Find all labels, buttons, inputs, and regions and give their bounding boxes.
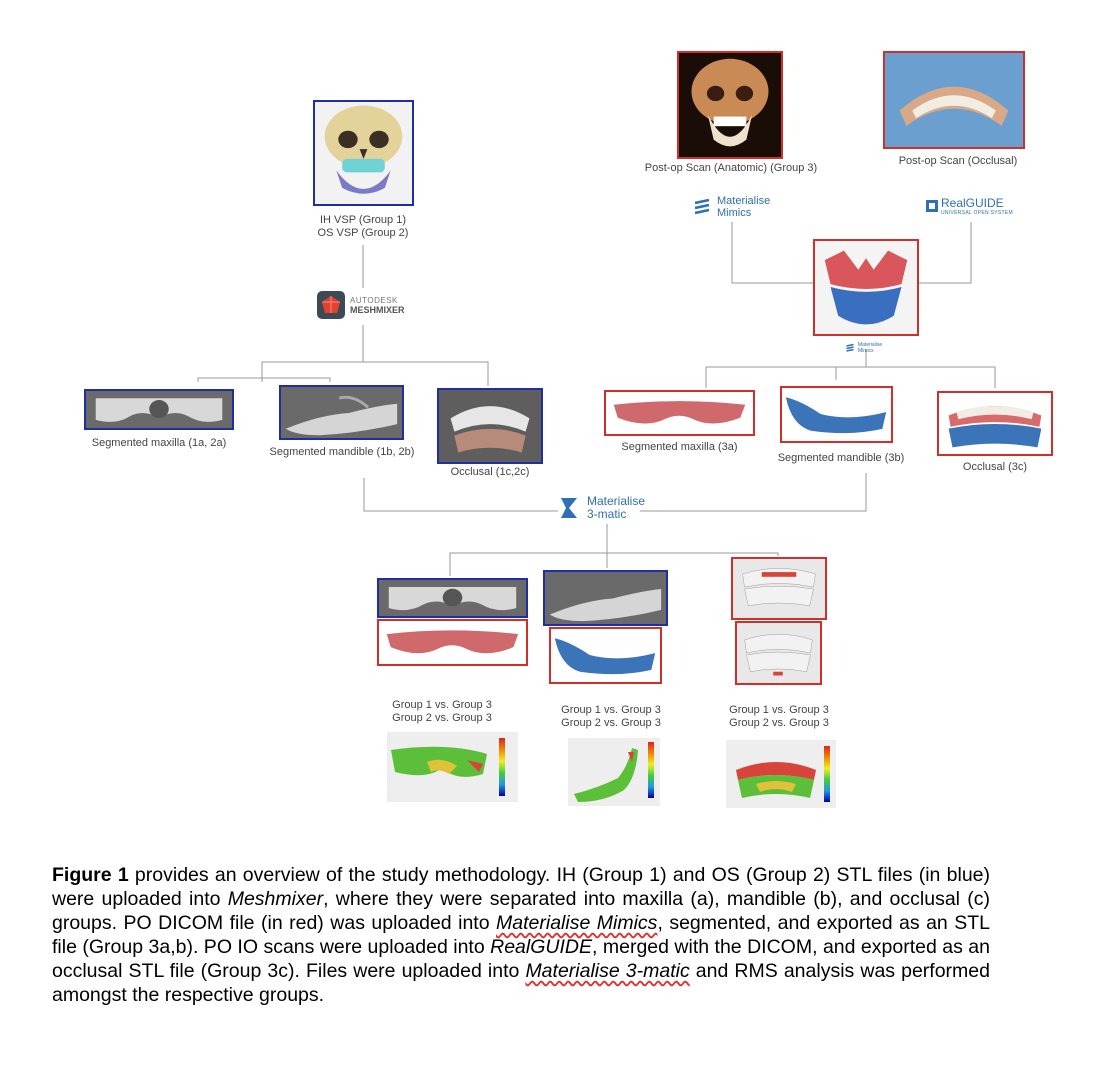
rms-heatmap-mandible xyxy=(574,748,638,802)
segmented-mandible-label-1b2b: Segmented mandible (1b, 2b) xyxy=(269,446,415,458)
postop-anatomic-scan-image xyxy=(677,51,783,159)
compare-occlusal-top-model xyxy=(742,568,816,607)
vsp-label-group1: IH VSP (Group 1) xyxy=(320,214,406,226)
occlusal-grey-illustration xyxy=(450,406,530,453)
merged-skull-illustration xyxy=(824,250,908,325)
compare-occlusal-bottom-model xyxy=(744,634,813,676)
maxilla-grey-illustration xyxy=(95,398,223,422)
mimics-line1: Materialise xyxy=(717,195,771,207)
meshmixer-logo: AUTODESK MESHMIXER xyxy=(316,290,405,320)
segmented-mandible-red xyxy=(780,386,893,443)
ct-skull-illustration xyxy=(691,58,769,147)
segmented-maxilla-blue xyxy=(84,389,234,430)
compare-occlusal-red-top xyxy=(731,557,827,620)
rms-scale-mandible xyxy=(648,742,654,798)
meshmixer-name: MESHMIXER xyxy=(350,304,405,315)
mimics-logo: Materialise Mimics xyxy=(692,195,770,219)
3matic-icon xyxy=(561,498,577,518)
realguide-icon xyxy=(926,200,938,212)
rms-result-maxilla xyxy=(387,732,518,802)
occlusal-blue xyxy=(437,388,543,464)
compare-mandible-grey xyxy=(549,589,662,622)
meshmixer-brand: AUTODESK xyxy=(350,295,398,305)
compare-mandible-red xyxy=(549,627,662,684)
occlusal-color-illustration xyxy=(948,406,1042,448)
figure-caption: Figure 1 provides an overview of the stu… xyxy=(52,863,990,1007)
compare-maxilla-red xyxy=(377,619,528,666)
mimics-small-line1: Materialise xyxy=(858,342,883,348)
mimics-small-line2: Mimics xyxy=(858,348,874,354)
3matic-line1: Materialise xyxy=(587,494,646,508)
maxilla-red-illustration xyxy=(613,401,746,424)
postop-occlusal-scan-image xyxy=(883,51,1025,149)
skull-illustration xyxy=(324,105,403,194)
postop-occlusal-label: Post-op Scan (Occlusal) xyxy=(898,155,1018,167)
caption-text-1: provides an overview of the study method… xyxy=(52,864,990,910)
rms-heatmap-maxilla xyxy=(391,746,487,777)
3matic-line2: 3-matic xyxy=(587,507,627,521)
caption-text-5: and RMS analysis was performed amongst t… xyxy=(52,960,990,1006)
segmented-maxilla-label-1a2a: Segmented maxilla (1a, 2a) xyxy=(91,437,227,449)
compare-maxilla-blue xyxy=(377,578,528,618)
vsp-label-group2: OS VSP (Group 2) xyxy=(317,227,409,239)
materialise-small-icon xyxy=(846,343,854,352)
vsp-skull-image xyxy=(313,100,414,206)
comparison-1-line1: Group 1 vs. Group 3 xyxy=(392,699,492,711)
caption-realguide: RealGUIDE xyxy=(490,936,592,958)
caption-meshmixer: Meshmixer xyxy=(227,888,324,910)
caption-text-2: , where they were separated into maxilla… xyxy=(52,888,990,934)
compare-mandible-blue-model xyxy=(554,638,656,675)
mimics-small-logo: Materialise Mimics xyxy=(845,342,882,354)
segmented-mandible-label-3b: Segmented mandible (3b) xyxy=(777,452,905,464)
occlusal-label-1c2c: Occlusal (1c,2c) xyxy=(450,466,530,478)
realguide-subtitle: UNIVERSAL OPEN SYSTEM xyxy=(941,210,1013,216)
compare-maxilla-grey xyxy=(388,587,517,611)
occlusal-red xyxy=(937,391,1053,456)
segmented-mandible-blue xyxy=(279,385,404,440)
rms-result-mandible xyxy=(568,738,660,806)
rms-result-occlusal xyxy=(726,740,836,808)
compare-maxilla-red-model xyxy=(386,630,519,654)
io-scan-illustration xyxy=(899,86,1009,126)
mimics-line2: Mimics xyxy=(717,207,752,219)
rms-scale-occlusal xyxy=(824,746,830,802)
comparison-3-line1: Group 1 vs. Group 3 xyxy=(729,704,829,716)
caption-text-4: , merged with the DICOM, and exported as… xyxy=(52,936,990,982)
realguide-logo: RealGUIDE UNIVERSAL OPEN SYSTEM xyxy=(926,196,1013,216)
occlusal-label-3c: Occlusal (3c) xyxy=(962,461,1028,473)
rms-scale-maxilla xyxy=(499,738,505,796)
postop-anatomic-label: Post-op Scan (Anatomic) (Group 3) xyxy=(644,162,818,174)
compare-occlusal-red-bottom xyxy=(735,621,822,685)
mandible-blue-illustration xyxy=(785,397,887,434)
meshmixer-icon xyxy=(317,291,345,319)
mandible-grey-illustration xyxy=(285,395,398,436)
comparison-2-line2: Group 2 vs. Group 3 xyxy=(561,717,661,729)
3matic-logo: Materialise 3-matic xyxy=(559,495,645,521)
comparison-2-line1: Group 1 vs. Group 3 xyxy=(561,704,661,716)
segmented-maxilla-red xyxy=(604,390,755,436)
comparison-1-line2: Group 2 vs. Group 3 xyxy=(392,712,492,724)
caption-text-3: , segmented, and exported as an STL file… xyxy=(52,912,991,958)
caption-figure-number: Figure 1 xyxy=(52,864,129,886)
realguide-name: RealGUIDE xyxy=(941,196,1004,210)
caption-materialise-mimics: Materialise Mimics xyxy=(496,912,658,934)
comparison-3-line2: Group 2 vs. Group 3 xyxy=(729,717,829,729)
materialise-icon xyxy=(694,198,710,215)
rms-heatmap-occlusal xyxy=(736,762,816,798)
compare-mandible-blue xyxy=(543,570,668,626)
caption-materialise-3matic: Materialise 3-matic xyxy=(525,960,690,982)
merged-mimics-model xyxy=(813,239,919,336)
segmented-maxilla-label-3a: Segmented maxilla (3a) xyxy=(621,441,738,453)
